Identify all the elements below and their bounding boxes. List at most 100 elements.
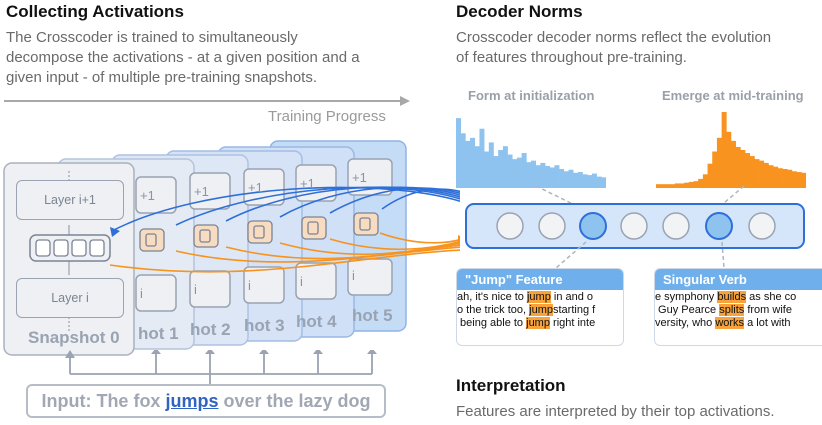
training-progress-arrow	[4, 96, 410, 106]
histogram-bar	[670, 184, 676, 188]
histogram-bar	[559, 169, 565, 188]
histogram-bar	[474, 146, 480, 188]
histogram-bar	[587, 175, 593, 188]
peek-label-top: +1	[194, 184, 209, 199]
histogram-bar	[573, 172, 579, 188]
right-title: Decoder Norms	[456, 2, 583, 21]
histogram-bar	[656, 184, 661, 188]
histogram-bar	[479, 128, 485, 188]
histogram-bar	[465, 140, 471, 188]
histogram-bar	[531, 160, 536, 188]
snapshot-label-0: Snapshot 0	[28, 328, 120, 347]
histogram-bar	[596, 176, 602, 188]
histogram-bar	[577, 172, 583, 188]
histogram-bar	[754, 159, 760, 188]
histogram-bar	[712, 151, 718, 188]
right-desc-line: of features throughout pre-training.	[456, 49, 687, 66]
feature-card-title: Singular Verb	[655, 269, 822, 290]
histogram-bar	[782, 169, 788, 188]
histogram-bar	[731, 140, 736, 188]
histogram-bar	[665, 184, 671, 188]
snapshot-label-1: hot 1	[138, 324, 179, 343]
training-progress-label: Training Progress	[268, 108, 386, 125]
peek-label-top: +1	[140, 188, 155, 203]
interpretation-description: Features are interpreted by their top ac…	[456, 403, 775, 420]
histogram-bar	[740, 150, 746, 188]
histogram-bar	[535, 165, 541, 188]
left-desc-line: given input - of multiple pre-training s…	[6, 69, 318, 86]
layer-bottom-box: Layer i	[16, 278, 124, 318]
input-prefix: Input: The fox	[41, 390, 166, 411]
left-desc-line: decompose the activations - at a given p…	[6, 49, 360, 66]
histogram-bar	[502, 146, 508, 188]
left-description: The Crosscoder is trained to simultaneou…	[6, 28, 360, 88]
histogram-bar	[749, 156, 755, 188]
hist-right-label: Emerge at mid-training	[662, 88, 804, 103]
histogram-bar	[698, 178, 704, 188]
histogram-mid-training	[656, 112, 806, 188]
left-title: Collecting Activations	[6, 2, 184, 21]
activation-example: ah, it's nice to jump in and o	[457, 291, 594, 303]
histogram-bar	[484, 151, 490, 188]
histogram-bar	[688, 181, 694, 188]
input-fanout-arrows	[65, 350, 377, 384]
histogram-bar	[540, 162, 546, 188]
histogram-bar	[512, 159, 518, 188]
left-desc-line: The Crosscoder is trained to simultaneou…	[6, 29, 298, 46]
histogram-bar	[591, 173, 597, 188]
activation-example: being able to jump right inte	[457, 317, 596, 329]
crosscoder-latent	[465, 186, 805, 269]
histogram-bar	[498, 150, 504, 188]
activation-example: versity, who works a lot with	[655, 317, 791, 329]
histogram-bar	[716, 137, 722, 188]
hist-left-label: Form at initialization	[468, 88, 595, 103]
histogram-bar	[763, 162, 769, 188]
histogram-bar	[693, 181, 699, 188]
feature-card-singular-verb: Singular Verb e symphony builds as she c…	[654, 268, 822, 346]
peek-label-top: +1	[352, 170, 367, 185]
peek-label-bottom: i	[352, 268, 355, 283]
histogram-bar	[460, 133, 466, 188]
histogram-bar	[791, 171, 797, 188]
snapshot-label-4: hot 4	[296, 312, 337, 331]
histogram-initialization	[456, 118, 606, 188]
input-highlight-token: jumps	[165, 390, 219, 411]
histogram-bar	[745, 153, 751, 188]
peek-label-bottom: i	[248, 278, 251, 293]
input-suffix: over the lazy dog	[218, 390, 371, 411]
histogram-bar	[554, 165, 560, 188]
histogram-bar	[726, 131, 732, 188]
histogram-bar	[488, 142, 494, 188]
histogram-bar	[759, 160, 765, 188]
histogram-bar	[516, 157, 522, 188]
histogram-bar	[507, 154, 513, 188]
snapshot-label-5: hot 5	[352, 306, 393, 325]
peek-label-bottom: i	[140, 286, 143, 301]
feature-card-jump: "Jump" Feature ah, it's nice to jump in …	[456, 268, 624, 346]
layer-bottom-label: Layer i	[51, 291, 89, 305]
histogram-bar	[777, 168, 783, 188]
peek-label-top: +1	[300, 176, 315, 191]
histogram-bar	[456, 118, 461, 188]
peek-label-top: +1	[248, 180, 263, 195]
activation-example: e symphony builds as she co	[655, 291, 797, 303]
peek-label-bottom: i	[194, 282, 197, 297]
histogram-bar	[526, 162, 532, 188]
histogram-bar	[721, 112, 727, 188]
histogram-bar	[684, 182, 690, 188]
histogram-bar	[470, 137, 476, 188]
feature-card-title: "Jump" Feature	[457, 269, 623, 290]
histogram-bar	[493, 156, 499, 188]
histogram-bar	[768, 165, 774, 188]
histogram-bar	[707, 163, 713, 188]
histogram-bar	[563, 171, 569, 188]
layer-top-label: Layer i+1	[44, 193, 96, 207]
snapshot-label-2: hot 2	[190, 320, 231, 339]
histogram-bar	[679, 183, 685, 188]
histogram-bar	[735, 146, 741, 188]
histogram-bar	[660, 184, 666, 188]
right-desc-line: Crosscoder decoder norms reflect the evo…	[456, 29, 772, 46]
histogram-bar	[521, 153, 527, 188]
histogram-bar	[773, 166, 779, 188]
layer-top-box: Layer i+1	[16, 180, 124, 220]
